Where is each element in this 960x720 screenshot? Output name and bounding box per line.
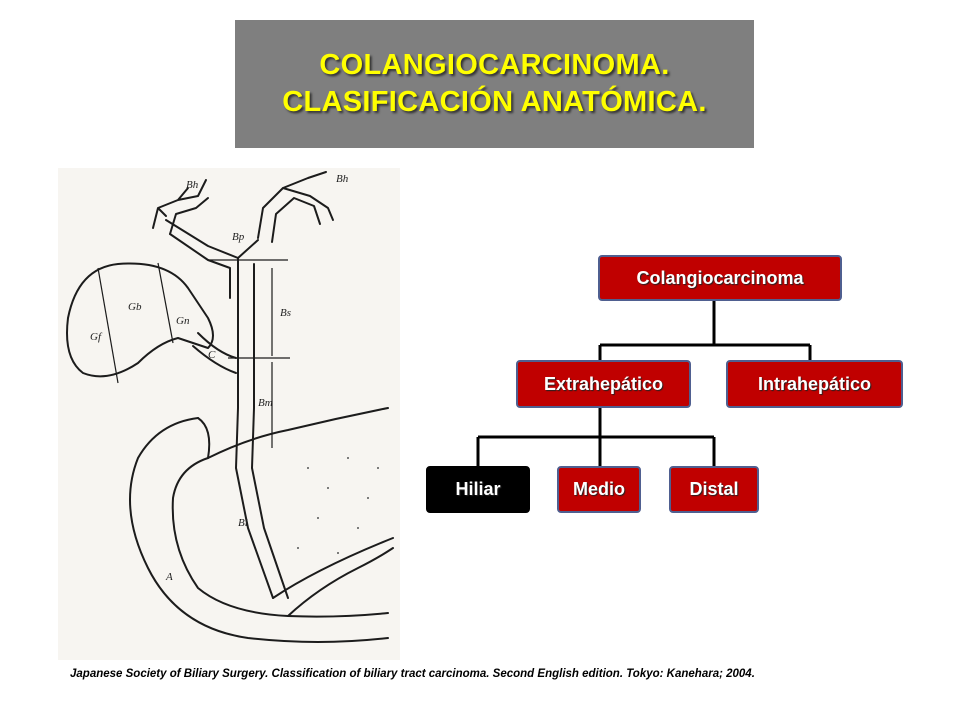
anatomy-background [58, 168, 400, 660]
duodenum-inner [171, 457, 389, 618]
confluence-outer [165, 219, 259, 259]
label-bm: Bm [258, 397, 273, 409]
cystic-duct-lower [192, 345, 237, 374]
confluence-inner [169, 233, 231, 299]
left-hepatic-ducts [152, 179, 207, 229]
node-medio: Medio [557, 466, 641, 513]
title-line-2: CLASIFICACIÓN ANATÓMICA. [282, 86, 707, 118]
label-gn: Gn [176, 315, 190, 327]
duodenum-outer [129, 417, 389, 643]
pancreatic-duct [272, 537, 394, 599]
cystic-duct [197, 332, 237, 359]
label-gf: Gf [90, 331, 103, 343]
label-bh-right: Bh [336, 173, 349, 185]
gb-divider-2 [157, 262, 174, 344]
label-bs: Bs [280, 307, 291, 319]
right-hepatic-ducts [257, 171, 334, 239]
node-colangiocarcinoma: Colangiocarcinoma [598, 255, 842, 301]
node-intrahepatico: Intrahepático [726, 360, 903, 408]
node-extrahepatico: Extrahepático [516, 360, 691, 408]
title-box: COLANGIOCARCINOMA. CLASIFICACIÓN ANATÓMI… [235, 20, 754, 148]
label-gb: Gb [128, 301, 142, 313]
duodenum-bulb [197, 417, 211, 459]
label-bh-left: Bh [186, 179, 199, 191]
label-bi: Bi [238, 517, 248, 529]
label-bp: Bp [232, 231, 245, 243]
node-hiliar: Hiliar [426, 466, 530, 513]
gallbladder [66, 262, 214, 378]
right-hepatic-ducts-inner [271, 197, 321, 243]
title-line-1: COLANGIOCARCINOMA. [319, 49, 670, 81]
gb-divider-1 [97, 267, 119, 384]
pancreas-texture [297, 457, 379, 554]
pancreas-upper [207, 407, 389, 459]
common-bile-duct-right-wall [251, 263, 289, 599]
biliary-anatomy-drawing: Bh Bh Bp Bs Bm Bi Gb Gf Gn C A [58, 168, 400, 660]
label-c: C [208, 349, 216, 361]
citation-reference: Japanese Society of Biliary Surgery. Cla… [70, 668, 755, 680]
pancreas-lower [287, 547, 394, 617]
node-distal: Distal [669, 466, 759, 513]
label-a: A [165, 571, 173, 583]
